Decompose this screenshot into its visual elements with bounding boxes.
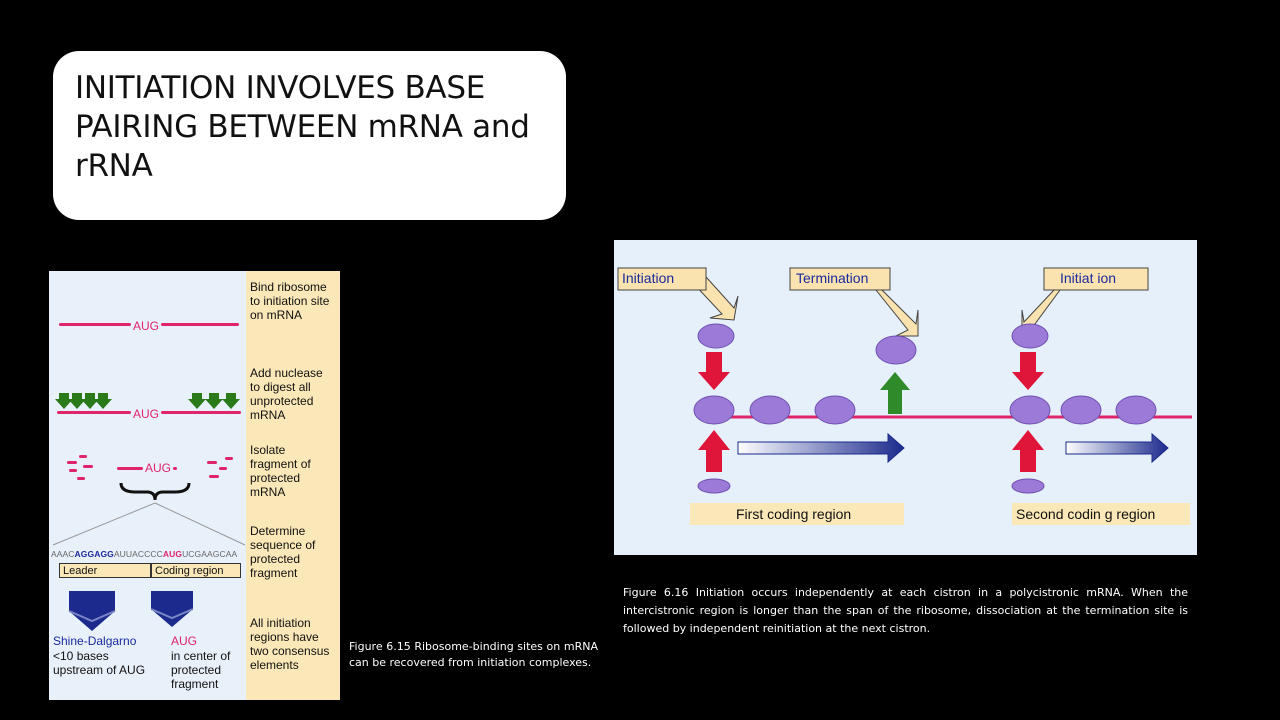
- mrna-fragment: [67, 461, 77, 464]
- mrna-strand: [161, 323, 239, 326]
- mrna-fragment: [79, 455, 87, 458]
- up-arrow-icon: [880, 372, 910, 414]
- sequence-mid: AUUACCCC: [114, 549, 163, 559]
- sequence-post: UCGAAGCAA: [182, 549, 237, 559]
- ribosome: [1061, 396, 1101, 424]
- down-arrow-icon: [222, 393, 240, 409]
- mrna-fragment: [219, 467, 227, 470]
- up-arrow-icon: [1012, 430, 1044, 472]
- mrna-fragment: [77, 477, 85, 480]
- down-arrow-icon: [188, 393, 206, 409]
- chevron-pointers: [49, 589, 246, 635]
- figure-6-16-caption: Figure 6.16 Initiation occurs independen…: [623, 584, 1188, 638]
- mrna-fragment: [209, 475, 219, 478]
- mrna-strand: [161, 411, 241, 414]
- bracket-expansion: [49, 481, 246, 549]
- ribosome: [876, 336, 916, 364]
- sequence-pre: AAAC: [51, 549, 75, 559]
- figure-6-15-caption: Figure 6.15 Ribosome-binding sites on mR…: [349, 639, 598, 671]
- aug-desc: in center of protected fragment: [171, 649, 230, 691]
- first-coding-region: First coding region: [690, 503, 904, 525]
- step-determine-sequence: Determine sequence of protected fragment: [250, 524, 315, 580]
- figure-6-15: Bind ribosome to initiation site on mRNA…: [49, 271, 340, 700]
- small-subunit: [698, 479, 730, 493]
- right-arrow-icon: [738, 434, 904, 462]
- mrna-strand: [57, 411, 131, 414]
- aug-label: AUG: [133, 319, 159, 333]
- up-arrow-icon: [698, 430, 730, 472]
- mrna-fragment: [69, 469, 77, 472]
- slide-title: INITIATION INVOLVES BASE PAIRING BETWEEN…: [75, 69, 544, 186]
- step-isolate-fragment: Isolate fragment of protected mRNA: [250, 443, 311, 499]
- aug-label: AUG: [133, 407, 159, 421]
- sequence-line: AAACAGGAGGAUUACCCCAUGUCGAAGCAA: [51, 549, 237, 559]
- large-subunit: [698, 324, 734, 348]
- sequence-start-codon: AUG: [163, 549, 182, 559]
- large-subunit: [1012, 324, 1048, 348]
- mrna-fragment: [207, 461, 217, 464]
- shine-dalgarno-title: Shine-Dalgarno: [53, 634, 136, 648]
- down-arrow-icon: [1012, 352, 1044, 390]
- leader-box: Leader: [59, 563, 151, 578]
- mrna-strand: [59, 323, 131, 326]
- mrna-fragment: [225, 457, 233, 460]
- callout-termination-label: Termination: [796, 270, 868, 286]
- figure-6-16: Initiation Termination Initiat ion First…: [614, 240, 1197, 555]
- callout-initiation-2-label: Initiat ion: [1060, 270, 1116, 286]
- ribosome: [815, 396, 855, 424]
- down-arrow-icon: [698, 352, 730, 390]
- small-subunit: [1012, 479, 1044, 493]
- ribosome: [694, 396, 734, 424]
- step-add-nuclease: Add nuclease to digest all unprotected m…: [250, 366, 323, 422]
- shine-dalgarno-desc: <10 bases upstream of AUG: [53, 649, 145, 677]
- right-arrow-icon: [1066, 434, 1168, 462]
- ribosome: [1010, 396, 1050, 424]
- chevron-down-icon: [151, 591, 193, 627]
- coding-region-box: Coding region: [151, 563, 241, 578]
- protected-fragment: [173, 467, 177, 470]
- down-arrow-icon: [205, 393, 223, 409]
- protected-fragment: [117, 467, 143, 470]
- second-coding-region: Second codin g region: [1012, 503, 1190, 525]
- sequence-shine-dalgarno: AGGAGG: [75, 549, 114, 559]
- step-consensus: All initiation regions have two consensu…: [250, 616, 329, 672]
- callout-initiation-1-label: Initiation: [622, 270, 674, 286]
- ribosome: [750, 396, 790, 424]
- ribosome: [1116, 396, 1156, 424]
- chevron-down-icon: [69, 591, 115, 631]
- title-box: INITIATION INVOLVES BASE PAIRING BETWEEN…: [53, 51, 566, 220]
- mrna-fragment: [83, 465, 93, 468]
- aug-label: AUG: [145, 461, 171, 475]
- aug-title: AUG: [171, 634, 197, 648]
- down-arrow-icon: [94, 393, 112, 409]
- step-bind-ribosome: Bind ribosome to initiation site on mRNA: [250, 280, 329, 322]
